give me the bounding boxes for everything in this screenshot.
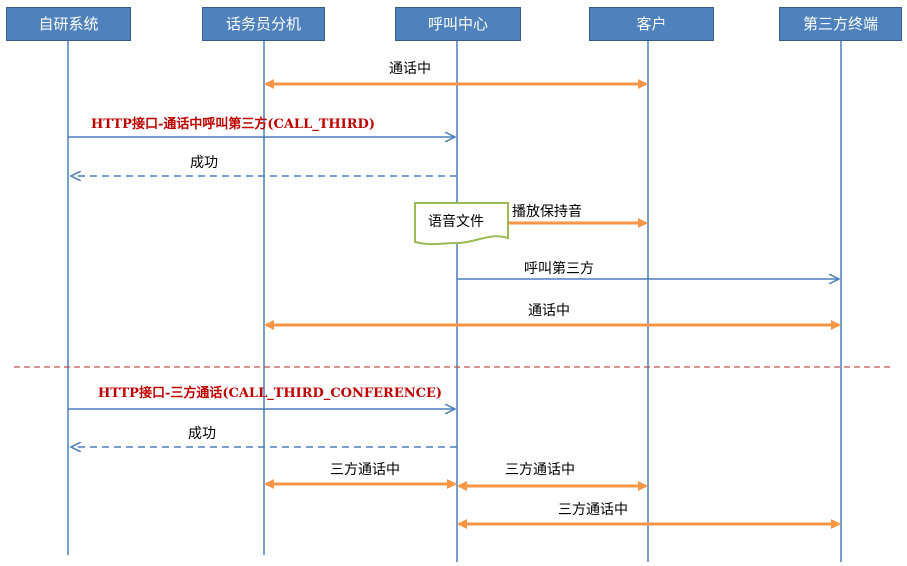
message-label-success-2: 成功 xyxy=(188,426,216,442)
voice-file-note-label: 语音文件 xyxy=(428,214,484,230)
message-label-conference-2: 三方通话中 xyxy=(505,462,575,478)
participant-customer: 客户 xyxy=(589,7,714,41)
message-label-conference-1: 三方通话中 xyxy=(330,462,400,478)
message-label-success-1: 成功 xyxy=(190,155,218,171)
message-label-call-third: 呼叫第三方 xyxy=(524,261,594,277)
message-label-play-hold: 播放保持音 xyxy=(512,204,582,220)
participant-third-party: 第三方终端 xyxy=(779,7,902,41)
message-label-talking-1: 通话中 xyxy=(389,61,431,77)
participant-self-system: 自研系统 xyxy=(6,7,131,41)
message-label-call-third-request: HTTP接口-通话中呼叫第三方(CALL_THIRD) xyxy=(91,117,375,132)
message-label-conference-3: 三方通话中 xyxy=(558,502,628,518)
participant-call-center: 呼叫中心 xyxy=(395,7,521,41)
voice-file-note-shape xyxy=(414,202,509,246)
message-label-conference-request: HTTP接口-三方通话(CALL_THIRD_CONFERENCE) xyxy=(98,386,443,401)
message-label-talking-2: 通话中 xyxy=(528,303,570,319)
participant-agent-extension: 话务员分机 xyxy=(202,7,325,41)
